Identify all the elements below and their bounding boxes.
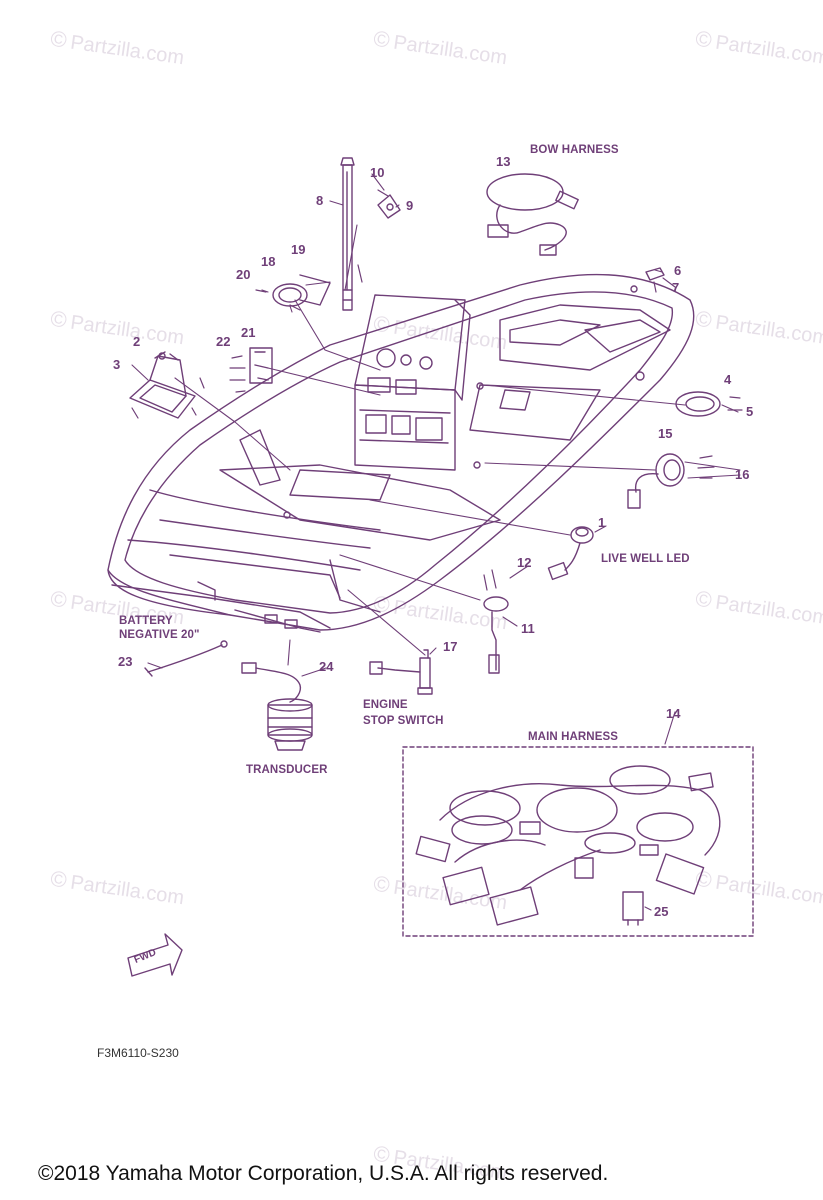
- callout-18: 18: [261, 254, 276, 269]
- label-stop-switch: STOP SWITCH: [363, 715, 444, 727]
- callout-9: 9: [406, 198, 414, 213]
- callout-24: 24: [319, 659, 334, 674]
- boat-hull: [107, 273, 695, 633]
- callout-6: 6: [674, 263, 682, 278]
- part-illustrations: [127, 157, 754, 977]
- label-engine: ENGINE: [363, 699, 408, 711]
- callout-23: 23: [118, 654, 133, 669]
- screws: [131, 189, 743, 591]
- label-main-harness: MAIN HARNESS: [528, 731, 619, 743]
- label-bow-harness: BOW HARNESS: [530, 144, 619, 156]
- label-live-well-led: LIVE WELL LED: [601, 553, 690, 565]
- callout-7: 7: [672, 280, 680, 295]
- callout-20: 20: [236, 267, 251, 282]
- callout-8: 8: [316, 193, 324, 208]
- callout-25: 25: [654, 904, 669, 919]
- callout-1: 1: [598, 515, 606, 530]
- leader-lines: [131, 173, 741, 911]
- callout-15: 15: [658, 426, 673, 441]
- copyright-notice: ©2018 Yamaha Motor Corporation, U.S.A. A…: [38, 1162, 609, 1185]
- label-battery: BATTERY: [119, 615, 173, 627]
- callout-19: 19: [291, 242, 306, 257]
- callout-22: 22: [216, 334, 231, 349]
- callout-14: 14: [666, 706, 681, 721]
- diagram-code: F3M6110-S230: [97, 1046, 179, 1060]
- callout-17: 17: [443, 639, 458, 654]
- callout-21: 21: [241, 325, 256, 340]
- callout-5: 5: [746, 404, 754, 419]
- callout-3: 3: [113, 357, 121, 372]
- callout-13: 13: [496, 154, 511, 169]
- callout-11: 11: [521, 621, 535, 636]
- callout-2: 2: [133, 334, 141, 349]
- callout-4: 4: [724, 372, 732, 387]
- callout-12: 12: [517, 555, 532, 570]
- callout-16: 16: [735, 467, 750, 482]
- callout-10: 10: [370, 165, 385, 180]
- label-transducer: TRANSDUCER: [246, 764, 328, 776]
- label-battery-negative: NEGATIVE 20": [119, 629, 200, 641]
